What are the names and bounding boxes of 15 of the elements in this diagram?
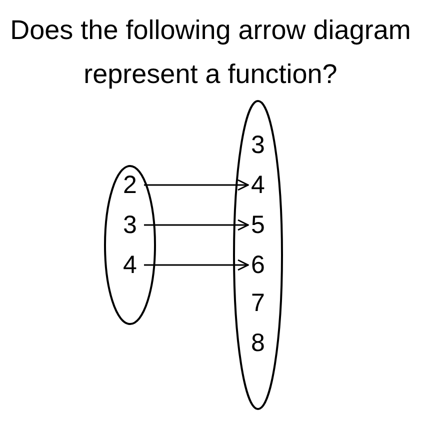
number-label: 2 bbox=[118, 170, 142, 200]
number-label: 4 bbox=[246, 170, 270, 200]
set-ellipse bbox=[104, 165, 156, 325]
number-label: 5 bbox=[246, 210, 270, 240]
number-label: 3 bbox=[246, 130, 270, 160]
number-label: 6 bbox=[246, 250, 270, 280]
arrow bbox=[144, 259, 249, 271]
set-ellipse bbox=[233, 100, 283, 410]
number-label: 3 bbox=[118, 210, 142, 240]
number-label: 4 bbox=[118, 250, 142, 280]
arrow bbox=[144, 219, 249, 231]
arrow bbox=[144, 179, 249, 191]
number-label: 7 bbox=[246, 288, 270, 318]
title: Does the following arrow diagram represent a function? bbox=[9, 14, 412, 91]
number-label: 8 bbox=[246, 328, 270, 358]
